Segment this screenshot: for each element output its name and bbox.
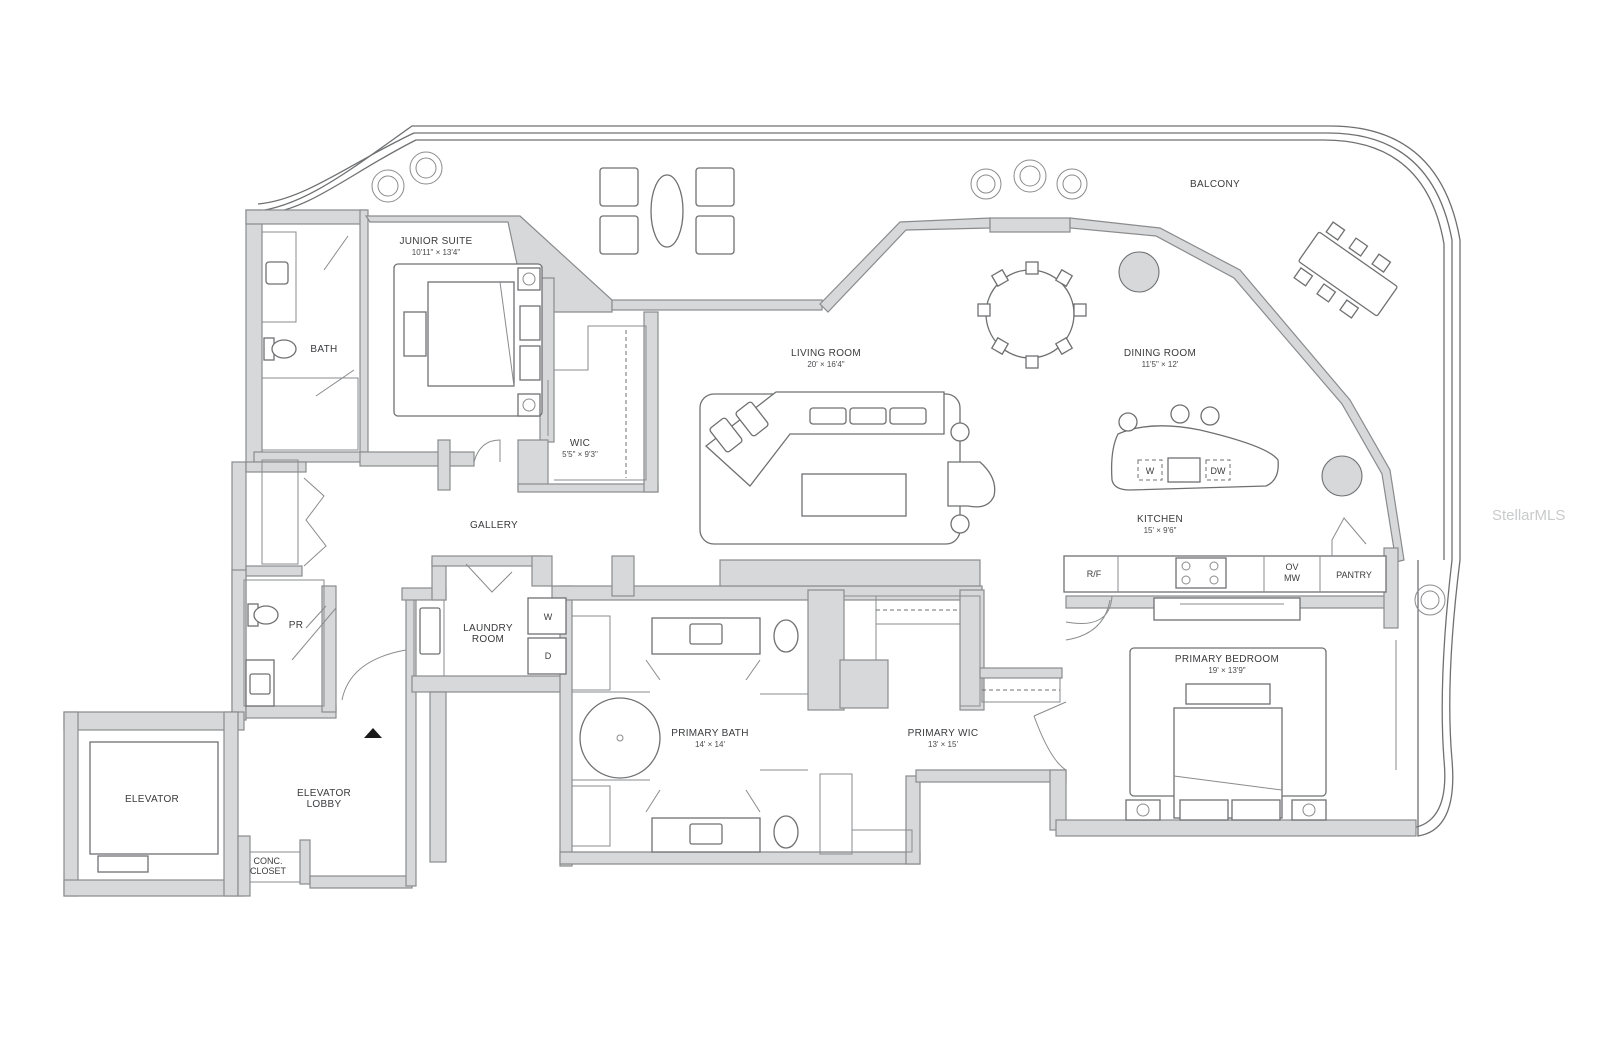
jr-wic-shelves [547, 325, 647, 481]
living-sofa [699, 391, 996, 545]
toilet-icon [263, 337, 297, 361]
balcony-outline [247, 125, 1461, 837]
label-dryer: D [545, 651, 552, 661]
dim-primary-bedroom: 19' × 13'9" [1208, 666, 1245, 675]
dim-wic: 5'5" × 9'3" [562, 450, 598, 459]
label-refrigerator: R/F [1087, 569, 1102, 579]
label-elevator-lobby-1: ELEVATOR [297, 788, 351, 799]
tree-icon [1013, 159, 1047, 193]
label-living-room: LIVING ROOM [791, 348, 861, 359]
primary-bedroom-furniture [1065, 595, 1397, 821]
pantry-door [1331, 517, 1367, 556]
label-primary-bedroom: PRIMARY BEDROOM [1175, 654, 1279, 665]
tree-icon [1414, 584, 1446, 616]
cooktop-icon [1175, 557, 1227, 589]
kitchen-island [1110, 404, 1279, 491]
laundry-fixtures [413, 563, 567, 677]
conc-closet-box [249, 851, 301, 883]
primary-bath-fixtures [571, 615, 808, 853]
kitchen-planter [1321, 455, 1363, 497]
label-kitchen: KITCHEN [1137, 514, 1183, 525]
label-microwave: MW [1284, 573, 1300, 583]
label-primary-wic: PRIMARY WIC [908, 728, 979, 739]
label-balcony: BALCONY [1190, 179, 1240, 190]
label-pantry: PANTRY [1336, 570, 1372, 580]
label-laundry-2: ROOM [472, 634, 504, 645]
label-wic: WIC [570, 438, 590, 449]
tree-icon [371, 169, 405, 203]
dim-primary-bath: 14' × 14' [695, 740, 725, 749]
lobby-door [341, 649, 407, 701]
label-elevator-lobby-2: LOBBY [307, 799, 342, 810]
nightstand-lamp-icon [1291, 799, 1327, 821]
label-conc-closet-2: CLOSET [250, 866, 287, 876]
label-gallery: GALLERY [470, 520, 518, 531]
toilet-icon [773, 619, 799, 653]
balcony-dining-table [1293, 221, 1398, 319]
balcony-lounge [599, 167, 735, 255]
room-labels: BALCONY JUNIOR SUITE 10'11" × 13'4" BATH… [125, 179, 1372, 876]
powder-room [243, 579, 337, 707]
dim-living-room: 20' × 16'4" [807, 360, 844, 369]
label-washer: W [544, 612, 553, 622]
dim-kitchen: 15' × 9'6" [1144, 526, 1177, 535]
balcony-trees [371, 151, 1446, 616]
dining-table [977, 261, 1087, 369]
elevator-car [89, 741, 219, 873]
label-dishwasher: DW [1211, 466, 1226, 476]
bedroom-door [1065, 599, 1111, 641]
appliance-labels: W D W DW R/F OV MW [544, 466, 1301, 661]
label-elevator: ELEVATOR [125, 794, 179, 805]
label-primary-bath: PRIMARY BATH [671, 728, 749, 739]
label-island-washer: W [1146, 466, 1155, 476]
primary-wic-shelves [819, 595, 1067, 855]
toilet-icon [773, 815, 799, 849]
tree-icon [1056, 168, 1088, 200]
dim-primary-wic: 13' × 15' [928, 740, 958, 749]
tree-icon [409, 151, 443, 185]
junior-suite-bed [393, 263, 543, 417]
dim-junior-suite: 10'11" × 13'4" [412, 248, 461, 257]
dim-dining-room: 11'5" × 12' [1142, 360, 1179, 369]
kitchen-counter [1063, 555, 1387, 621]
sink-icon [245, 659, 275, 707]
junior-bath [261, 231, 359, 451]
watermark: StellarMLS [1492, 507, 1565, 524]
label-laundry-1: LAUNDRY [463, 623, 513, 634]
label-bath: BATH [310, 344, 337, 355]
tree-icon [970, 168, 1002, 200]
sink-icon [265, 261, 289, 285]
label-conc-closet-1: CONC. [254, 856, 283, 866]
label-oven: OV [1285, 562, 1298, 572]
label-pr: PR [289, 620, 304, 631]
toilet-icon [247, 603, 279, 627]
label-dining-room: DINING ROOM [1124, 348, 1196, 359]
north-arrow-icon [364, 728, 382, 738]
dining-planter [1118, 251, 1160, 293]
label-junior-suite: JUNIOR SUITE [399, 236, 472, 247]
tub-icon [579, 697, 661, 779]
gallery-closet [261, 459, 327, 567]
nightstand-lamp-icon [1125, 799, 1161, 821]
junior-suite-door [473, 439, 501, 463]
